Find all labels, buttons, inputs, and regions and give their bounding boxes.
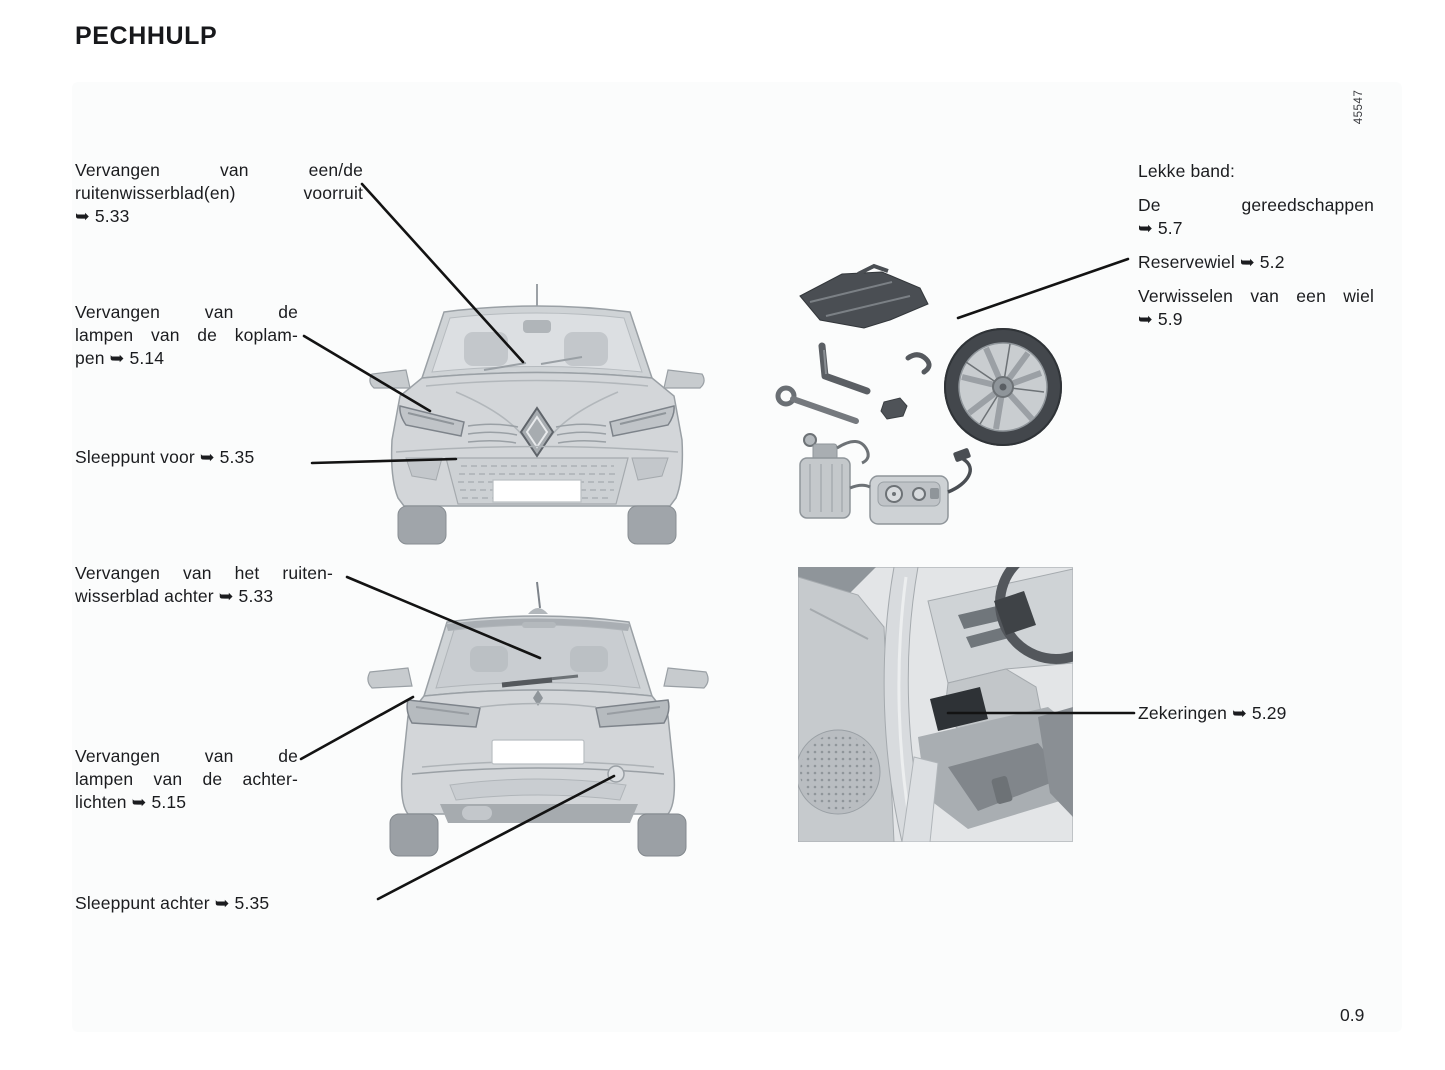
callout-line: ➥ 5.7 <box>1138 218 1183 238</box>
bumper-top-edge <box>411 767 665 775</box>
wheel-front-right <box>627 505 677 545</box>
callout-line: lichten ➥ 5.15 <box>75 792 187 812</box>
pedal <box>991 776 1013 804</box>
taillight-right <box>595 699 670 728</box>
callout-rear-lamps: Vervangen van de lampen van de achter- l… <box>75 745 298 814</box>
callout-line: pen ➥ 5.14 <box>75 348 165 368</box>
callout-line: Vervangen van het ruiten- <box>75 563 333 583</box>
mirror-right <box>663 369 705 389</box>
side-trim-dark <box>1038 707 1073 817</box>
mirror-left <box>369 369 411 389</box>
mirror-left <box>367 667 413 689</box>
wheel-rear-right <box>637 813 687 857</box>
door-pillar <box>883 567 929 842</box>
headlight-left-detail <box>407 412 455 425</box>
mirror-right <box>663 667 709 689</box>
headlight-right-detail <box>619 412 667 425</box>
speaker-grille-dots <box>800 734 876 810</box>
rear-window <box>435 624 641 689</box>
towing-hook-icon <box>775 385 859 424</box>
taillight-left-detail <box>415 706 470 715</box>
rear-wiper <box>501 674 579 688</box>
jack-icon <box>799 263 929 329</box>
callout-line: De gereedschappen <box>1138 195 1374 215</box>
callout-line: ➥ 5.33 <box>75 206 130 226</box>
page-number: 0.9 <box>1340 1005 1365 1025</box>
callout-tow-front: Sleeppunt voor ➥ 5.35 <box>75 446 254 469</box>
door-trim-line <box>809 608 869 640</box>
grille-slats <box>467 423 607 444</box>
callout-headlamps: Vervangen van de lampen van de koplam- p… <box>75 301 298 370</box>
adapter-nut-icon <box>880 397 908 420</box>
breakdown-tools-figure <box>770 262 1080 537</box>
taillight-right-detail <box>606 706 661 715</box>
headrest-left <box>470 646 508 672</box>
car-rear-view-figure <box>362 578 742 863</box>
callout-fuses: Zekeringen ➥ 5.29 <box>1138 702 1287 725</box>
exhaust-detail <box>462 806 492 820</box>
bumper-crease <box>395 445 679 453</box>
flat-tyre-heading: Lekke band: <box>1138 161 1236 181</box>
callout-front-wiper: Vervangen van een/de ruitenwisserblad(en… <box>75 159 363 228</box>
wheelbrace-icon <box>818 342 871 395</box>
callout-line: Vervangen van een/de <box>75 160 363 180</box>
headrest-right <box>570 646 608 672</box>
rearview-mirror <box>523 320 551 333</box>
clip-tool-icon <box>905 352 932 375</box>
figure-code: 45547 <box>1353 89 1365 125</box>
compressor-icon <box>849 448 972 525</box>
fuse-box <box>930 687 988 731</box>
renault-logo-small <box>533 690 543 706</box>
seat-right <box>564 332 608 366</box>
tow-point-cover <box>607 765 625 783</box>
door-sill <box>901 756 939 842</box>
callout-line: Reservewiel ➥ 5.2 <box>1138 252 1285 272</box>
spare-wheel <box>944 328 1062 446</box>
wheel-front-left <box>397 505 447 545</box>
callout-line: Zekeringen ➥ 5.29 <box>1138 703 1287 723</box>
callout-line: Verwisselen van een wiel <box>1138 286 1374 306</box>
callout-tow-rear: Sleeppunt achter ➥ 5.35 <box>75 892 269 915</box>
callout-line: ➥ 5.9 <box>1138 309 1183 329</box>
fog-recess-right <box>631 457 669 481</box>
wheel-rear-left <box>389 813 439 857</box>
callout-spare-wheel: Reservewiel ➥ 5.2 <box>1138 251 1374 274</box>
callout-line: wisserblad achter ➥ 5.33 <box>75 586 274 606</box>
content-panel <box>72 82 1402 1032</box>
headlight-right <box>609 405 675 437</box>
fusebox-location-figure <box>798 567 1073 842</box>
steering-column <box>994 591 1036 635</box>
callout-line: lampen van de koplam- <box>75 325 298 345</box>
license-plate <box>491 739 585 765</box>
flat-tyre-block: Lekke band: De gereedschappen ➥ 5.7 Rese… <box>1138 160 1374 342</box>
callout-line: lampen van de achter- <box>75 769 298 789</box>
air-vent-lower <box>966 627 1009 648</box>
front-wipers <box>483 356 583 371</box>
car-front-view-figure <box>366 282 746 547</box>
brake-light <box>522 622 556 628</box>
license-plate <box>492 479 582 503</box>
callout-line: Vervangen van de <box>75 302 298 322</box>
sealant-bottle-icon <box>799 433 870 519</box>
callout-line: ruitenwisserblad(en) voorruit <box>75 183 363 203</box>
seat-left <box>464 332 508 366</box>
page-title: PECHHULP <box>75 22 218 50</box>
floor-shadow <box>948 743 1066 811</box>
callout-tools: De gereedschappen ➥ 5.7 <box>1138 194 1374 240</box>
callout-line: Sleeppunt achter ➥ 5.35 <box>75 893 270 913</box>
antenna-icon <box>528 581 548 614</box>
callout-rear-wiper: Vervangen van het ruiten- wisserblad ach… <box>75 562 333 608</box>
callout-line: Vervangen van de <box>75 746 298 766</box>
callout-line: Sleeppunt voor ➥ 5.35 <box>75 447 255 467</box>
callout-wheel-change: Verwisselen van een wiel ➥ 5.9 <box>1138 285 1374 331</box>
